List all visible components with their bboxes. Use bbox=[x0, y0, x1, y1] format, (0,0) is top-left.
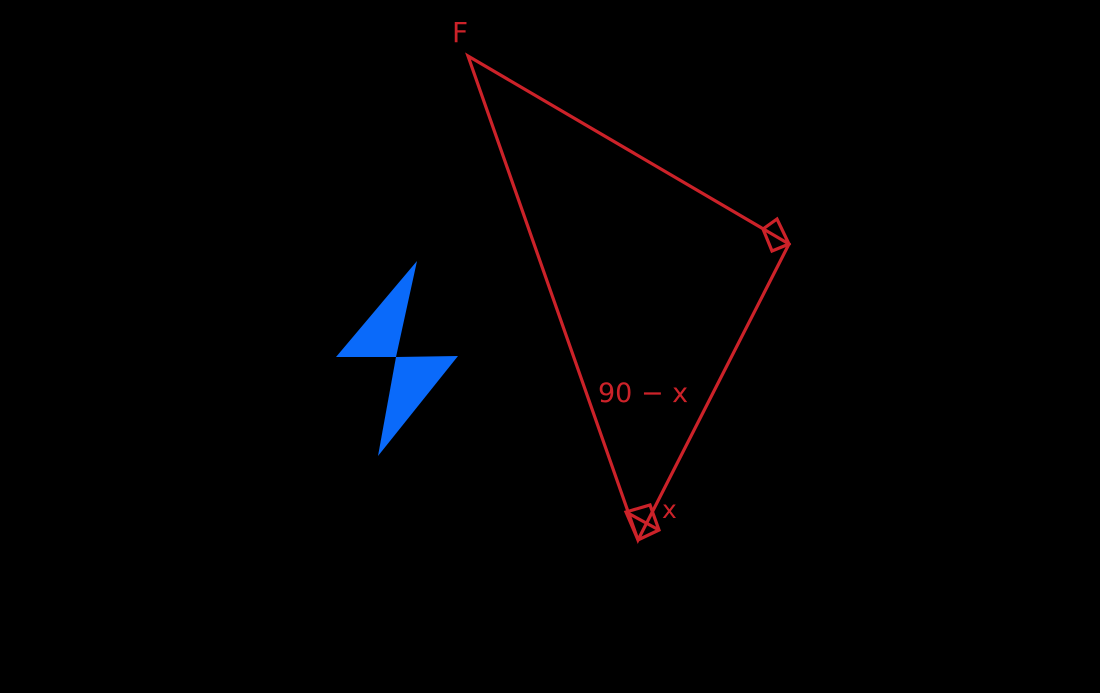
angle-label-x: x bbox=[662, 495, 677, 524]
lightning-bolt-upper-triangle bbox=[336, 261, 417, 357]
lightning-bolt-lower-triangle bbox=[378, 356, 458, 456]
vertex-label-f: F bbox=[452, 16, 468, 49]
right-angle-marker-lower-diagonal bbox=[625, 510, 660, 532]
right-triangle-outline bbox=[465, 52, 792, 545]
angle-label-90-minus-x: 90 − x bbox=[598, 378, 688, 409]
right-angle-marker-upper bbox=[761, 216, 792, 254]
